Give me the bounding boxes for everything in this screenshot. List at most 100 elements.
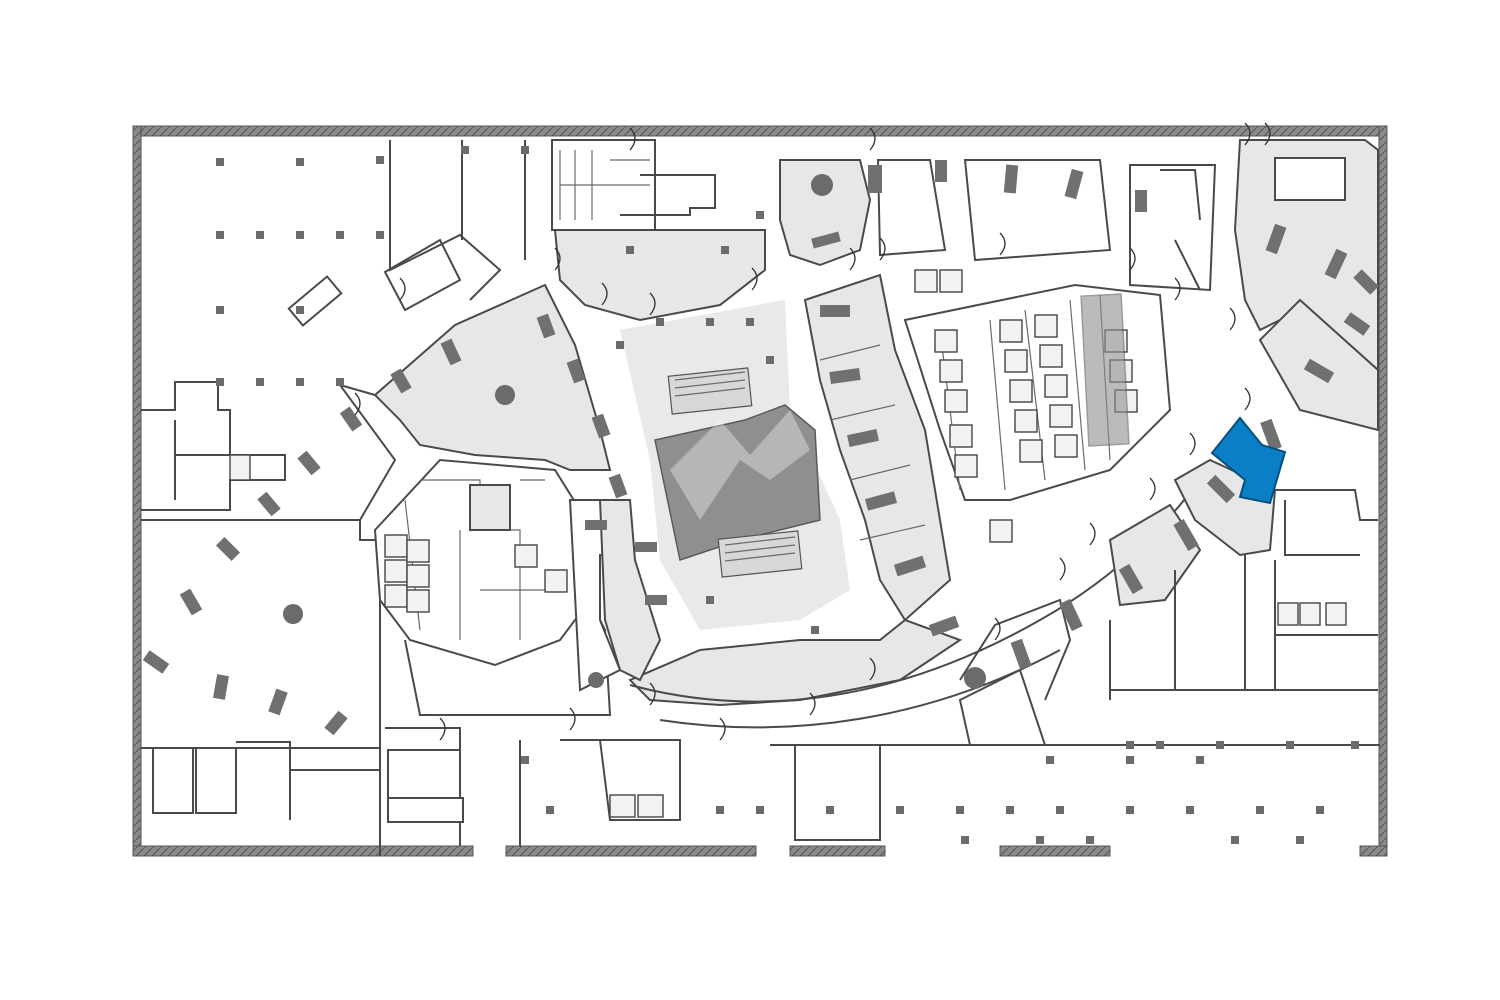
door-swing (399, 277, 406, 301)
structural-column (626, 246, 634, 254)
top-center-area (551, 139, 872, 322)
structural-column (256, 378, 264, 386)
door-swing (809, 692, 816, 716)
structural-column (1256, 806, 1264, 814)
structural-column (896, 806, 904, 814)
bottom-arc-shops (598, 479, 1201, 729)
door-swing (849, 247, 856, 271)
door-swing (649, 682, 656, 706)
structural-column (1126, 806, 1134, 814)
structural-column (336, 231, 344, 239)
structural-column (1296, 836, 1304, 844)
structural-column (216, 306, 224, 314)
structural-column (756, 806, 764, 814)
door-swing (994, 617, 1001, 641)
structural-column (1286, 741, 1294, 749)
door-swing (869, 127, 876, 151)
bottom-rooms (598, 598, 1380, 841)
central-atrium (620, 300, 850, 630)
structural-column (721, 246, 729, 254)
top-right-rooms (868, 139, 1379, 432)
structural-column (1046, 756, 1054, 764)
door-swing (1059, 557, 1066, 581)
door-swing (554, 247, 561, 271)
watermark (670, 410, 810, 520)
structural-column (1186, 806, 1194, 814)
door-swing (1174, 277, 1181, 301)
structural-column (1036, 836, 1044, 844)
left-cluster-signs (390, 313, 667, 605)
door-swing (649, 292, 656, 316)
door-swing (1244, 387, 1251, 411)
door-swings (354, 122, 1271, 741)
door-swing (719, 717, 726, 741)
left-wing (141, 140, 640, 856)
structural-column (811, 626, 819, 634)
left-shop-cluster (339, 283, 631, 716)
structural-column (376, 156, 384, 164)
atrium-right-shops (803, 273, 952, 622)
structural-column (1086, 836, 1094, 844)
left-hall-kiosks (142, 385, 604, 736)
structural-column (746, 318, 754, 326)
left-lifts (384, 534, 568, 613)
structural-column (296, 231, 304, 239)
structural-column (656, 318, 664, 326)
structural-column (1216, 741, 1224, 749)
structural-column (521, 756, 529, 764)
structural-column (616, 341, 624, 349)
structural-column (1351, 741, 1359, 749)
door-swing (1244, 122, 1251, 146)
door-swing (1189, 432, 1196, 456)
door-swing (439, 717, 446, 741)
door-swing (879, 237, 886, 261)
structural-column (1231, 836, 1239, 844)
structural-column (706, 318, 714, 326)
structural-column (216, 378, 224, 386)
outer-walls (132, 125, 1388, 857)
structural-column (706, 596, 714, 604)
right-center-block (903, 269, 1172, 543)
door-swing (629, 127, 636, 151)
structural-column (1006, 806, 1014, 814)
columns (216, 146, 1359, 844)
door-swing (1089, 522, 1096, 546)
door-swing (601, 282, 608, 306)
structural-column (756, 211, 764, 219)
structural-column (336, 378, 344, 386)
door-swing (1264, 122, 1271, 146)
door-swing (869, 657, 876, 681)
structural-column (296, 158, 304, 166)
structural-column (1126, 756, 1134, 764)
structural-column (961, 836, 969, 844)
structural-column (1196, 756, 1204, 764)
door-swing (1129, 247, 1136, 271)
highlighted-unit[interactable] (1210, 416, 1287, 505)
structural-column (521, 146, 529, 154)
lift-grid (914, 269, 1138, 543)
structural-column (376, 231, 384, 239)
right-lifts (1277, 602, 1347, 626)
structural-column (1156, 741, 1164, 749)
structural-column (296, 378, 304, 386)
structural-column (1056, 806, 1064, 814)
door-swing (1149, 477, 1156, 501)
structural-column (1126, 741, 1134, 749)
door-swing (1229, 307, 1236, 331)
structural-column (956, 806, 964, 814)
door-swing (999, 232, 1006, 256)
structural-column (216, 158, 224, 166)
door-swing (569, 707, 576, 731)
structural-column (216, 231, 224, 239)
door-swing (751, 267, 758, 291)
structural-column (826, 806, 834, 814)
structural-column (461, 146, 469, 154)
structural-column (296, 306, 304, 314)
structural-column (1316, 806, 1324, 814)
structural-column (256, 231, 264, 239)
structural-column (546, 806, 554, 814)
door-swing (354, 392, 361, 416)
structural-column (716, 806, 724, 814)
structural-column (766, 356, 774, 364)
